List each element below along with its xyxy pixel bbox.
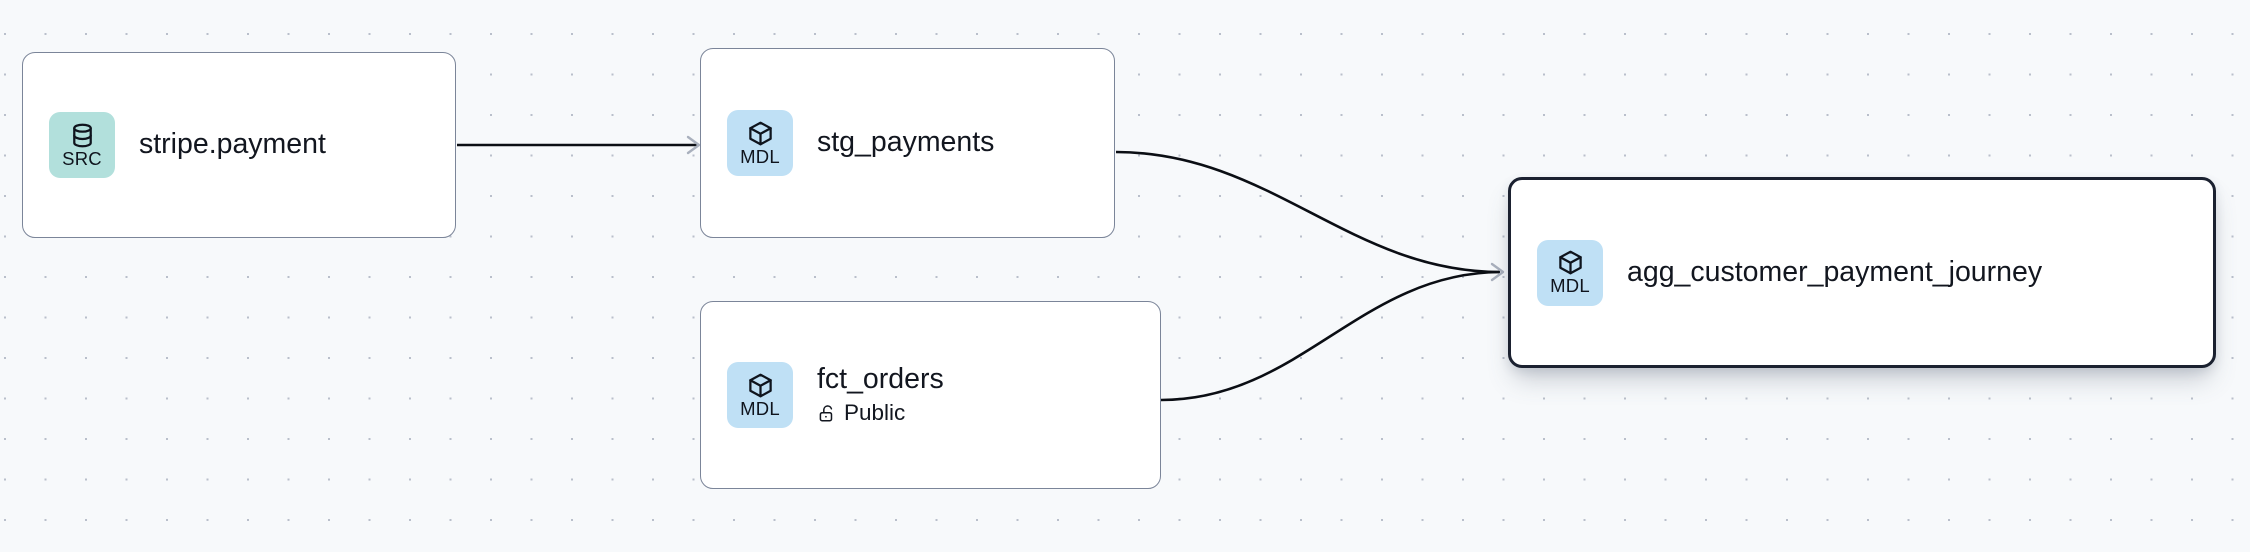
database-icon [69, 122, 96, 149]
node-type-badge-src: SRC [49, 112, 115, 178]
node-title: agg_customer_payment_journey [1627, 255, 2043, 288]
node-text-block: fct_orders Public [817, 363, 944, 426]
node-text-block: stg_payments [817, 126, 995, 159]
node-type-badge-label: MDL [1550, 275, 1590, 297]
node-type-badge-label: MDL [740, 145, 780, 167]
graph-node-stg-payments[interactable]: MDL stg_payments [700, 48, 1115, 238]
unlock-icon [817, 404, 836, 423]
edge-arrowhead-agg-customer-payment-journey [1490, 262, 1505, 282]
node-text-block: agg_customer_payment_journey [1627, 255, 2043, 289]
graph-node-agg-customer-payment-journey[interactable]: MDL agg_customer_payment_journey [1508, 177, 2216, 368]
edge-fct-orders-to-agg-customer-payment-journey [1160, 270, 1501, 402]
node-type-badge-mdl: MDL [1537, 239, 1603, 306]
node-visibility-label: Public [844, 400, 906, 426]
cube-icon [1557, 249, 1584, 276]
node-title: stg_payments [817, 126, 995, 159]
edge-stripe-payment-to-stg-payments [457, 135, 701, 155]
node-type-badge-mdl: MDL [727, 110, 793, 176]
node-visibility-badge: Public [817, 400, 944, 426]
node-title: stripe.payment [139, 128, 326, 161]
cube-icon [747, 372, 774, 399]
node-title: fct_orders [817, 363, 944, 396]
node-type-badge-mdl: MDL [727, 362, 793, 428]
node-text-block: stripe.payment [139, 128, 326, 161]
node-type-badge-label: MDL [740, 397, 780, 419]
graph-node-fct-orders[interactable]: MDL fct_orders Public [700, 301, 1161, 489]
edge-stg-payments-to-agg-customer-payment-journey [1115, 150, 1501, 274]
cube-icon [747, 120, 774, 147]
graph-node-stripe-payment[interactable]: SRC stripe.payment [22, 52, 456, 238]
node-type-badge-label: SRC [62, 147, 102, 169]
